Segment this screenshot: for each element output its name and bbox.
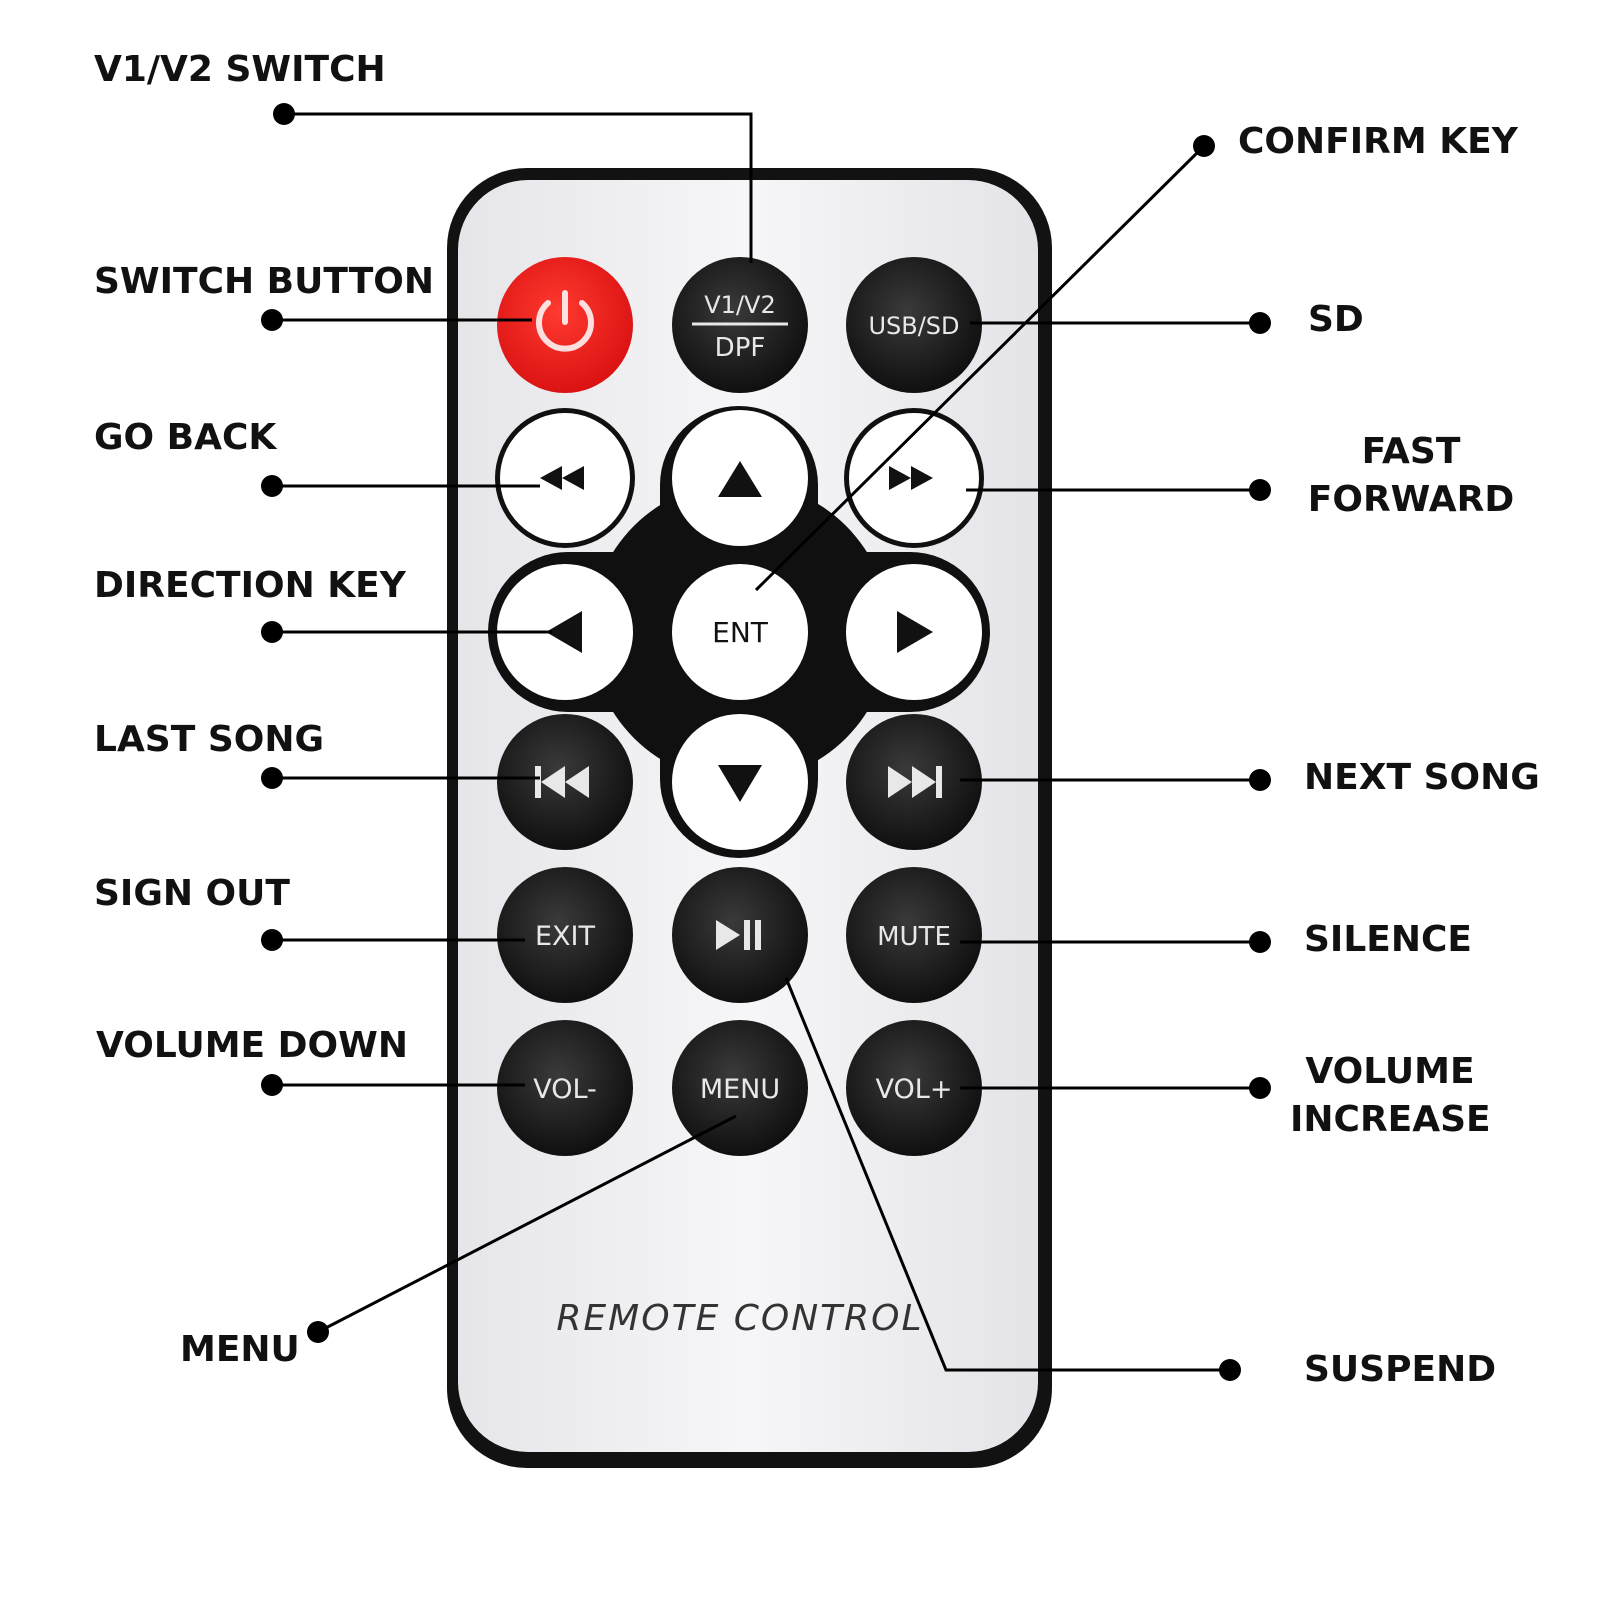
previous-song-button[interactable] xyxy=(497,714,633,850)
arrow-right-icon xyxy=(897,611,933,653)
callout-next-song: NEXT SONG xyxy=(1304,757,1540,798)
callout-confirm-key: CONFIRM KEY xyxy=(1238,121,1518,162)
leader-menu xyxy=(317,1114,737,1334)
callout-menu: MENU xyxy=(180,1329,300,1370)
callout-volume-increase-line2: INCREASE xyxy=(1290,1099,1491,1140)
fast-forward-button[interactable] xyxy=(844,408,984,548)
callout-fast-forward-line1: FAST xyxy=(1361,431,1461,472)
rewind-button[interactable] xyxy=(495,408,635,548)
power-icon xyxy=(536,290,594,352)
fast-forward-icon xyxy=(889,466,933,490)
callout-direction-key: DIRECTION KEY xyxy=(94,565,406,606)
callout-switch-button: SWITCH BUTTON xyxy=(94,261,435,302)
vol-down-label: VOL- xyxy=(533,1074,597,1105)
callout-go-back: GO BACK xyxy=(94,417,277,458)
next-song-button[interactable] xyxy=(846,714,982,850)
play-pause-button[interactable] xyxy=(672,867,808,1003)
volume-up-button[interactable]: VOL+ xyxy=(846,1020,982,1156)
callout-fast-forward: FAST FORWARD xyxy=(1306,428,1516,524)
callout-volume-increase: VOLUME INCREASE xyxy=(1290,1048,1491,1144)
mute-button[interactable]: MUTE xyxy=(846,867,982,1003)
rewind-icon xyxy=(540,466,584,490)
play-pause-icon xyxy=(716,920,761,950)
ent-button[interactable]: ENT xyxy=(672,564,808,700)
usb-sd-button[interactable]: USB/SD xyxy=(846,257,982,393)
callout-last-song: LAST SONG xyxy=(94,719,325,760)
callout-v1v2-switch: V1/V2 SWITCH xyxy=(94,49,386,90)
dpf-label: DPF xyxy=(715,333,766,363)
v1v2-label: V1/V2 xyxy=(704,291,775,319)
up-button[interactable] xyxy=(672,410,808,546)
usb-sd-label: USB/SD xyxy=(868,312,959,340)
callout-sign-out: SIGN OUT xyxy=(94,873,290,914)
skip-next-icon xyxy=(888,766,942,798)
down-button[interactable] xyxy=(672,714,808,850)
callout-suspend: SUSPEND xyxy=(1304,1349,1497,1390)
volume-down-button[interactable]: VOL- xyxy=(497,1020,633,1156)
power-button[interactable] xyxy=(497,257,633,393)
leader-v1v2 xyxy=(284,112,753,263)
remote-branding: REMOTE CONTROL xyxy=(556,1298,923,1339)
callout-volume-down: VOLUME DOWN xyxy=(96,1025,408,1066)
ent-label: ENT xyxy=(712,616,769,649)
menu-button[interactable]: MENU xyxy=(672,1020,808,1156)
callout-volume-increase-line1: VOLUME xyxy=(1305,1051,1475,1092)
arrow-left-icon xyxy=(546,611,582,653)
callout-silence: SILENCE xyxy=(1304,919,1472,960)
right-button[interactable] xyxy=(846,564,982,700)
callout-sd: SD xyxy=(1308,299,1364,340)
left-button[interactable] xyxy=(497,564,633,700)
leader-confirm xyxy=(754,144,1206,592)
arrow-down-icon xyxy=(718,765,762,802)
leader-lines xyxy=(272,112,1260,1372)
v1v2-dpf-button[interactable]: V1/V2 DPF xyxy=(672,257,808,393)
vol-up-label: VOL+ xyxy=(876,1074,953,1105)
exit-button[interactable]: EXIT xyxy=(497,867,633,1003)
callout-fast-forward-line2: FORWARD xyxy=(1307,479,1515,520)
leader-dots xyxy=(261,103,1271,1381)
skip-previous-icon xyxy=(535,766,589,798)
mute-label: MUTE xyxy=(877,922,951,952)
leader-suspend xyxy=(784,977,1230,1372)
arrow-up-icon xyxy=(718,461,762,497)
exit-label: EXIT xyxy=(535,921,596,952)
menu-label: MENU xyxy=(700,1074,780,1105)
